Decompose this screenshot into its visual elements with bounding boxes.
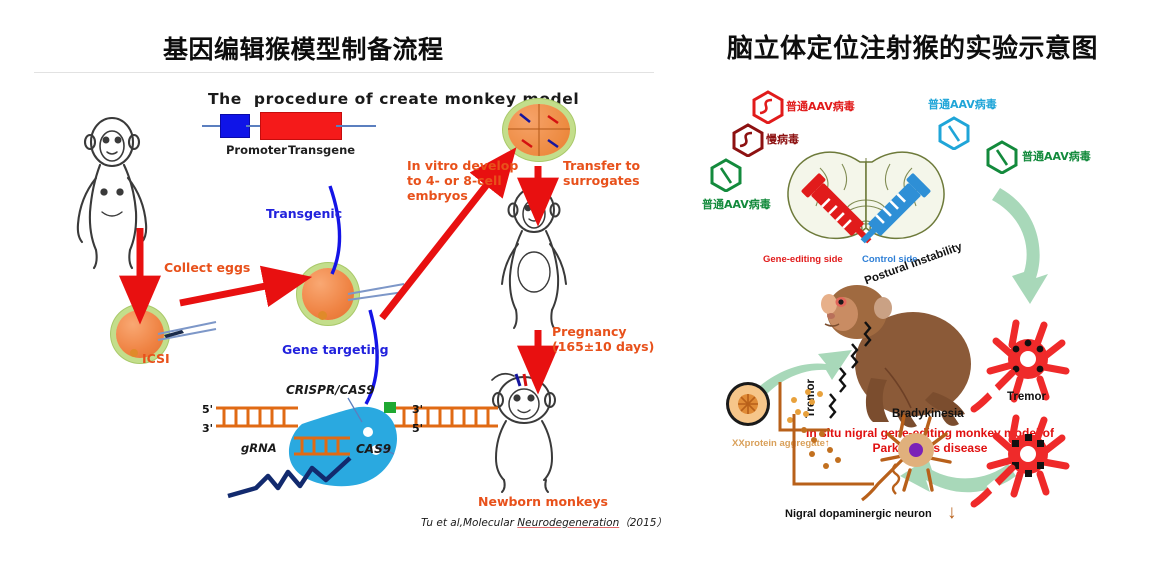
virus-label-0: 普通AAV病毒 — [786, 100, 855, 113]
virus-label-3: 普通AAV病毒 — [928, 98, 997, 111]
transgenic-label: Transgenic — [266, 206, 343, 221]
left-diagram-panel: The procedure of create monkey model Pro… — [30, 78, 667, 548]
red-neuron-bottom — [970, 414, 1070, 508]
collect-eggs-label: Collect eggs — [164, 260, 251, 275]
pregnancy-label: Pregnancy (165±10 days) — [552, 324, 655, 354]
left-diagram-arrows — [119, 147, 559, 405]
left-panel-title: 基因编辑猴模型制备流程 — [163, 36, 444, 64]
grna-label: gRNA — [241, 441, 277, 455]
citation-year: （2015） — [619, 517, 667, 529]
transgene-label: Transgene — [288, 143, 356, 157]
protein-aggregate-label: XXprotein aggregate↑ — [732, 438, 830, 449]
cycle-arrows — [740, 188, 1048, 493]
nigral-neuron-arrow-icon: ↓ — [947, 502, 957, 523]
virus-hex-aav-cyan — [938, 116, 970, 150]
four-cell-embryo — [508, 104, 570, 156]
virus-label-2: 普通AAV病毒 — [702, 198, 771, 211]
virus-hex-lentivirus — [732, 123, 764, 157]
brain-injection-illustration — [787, 151, 945, 244]
transgene-box — [260, 112, 342, 140]
in-vitro-label: In vitro develop to 4- or 8-cell embryos — [407, 158, 519, 203]
protein-aggregate-arrow-icon: ↑ — [824, 438, 830, 449]
tremor-neuron-label: Tremor — [1007, 391, 1046, 403]
citation-journal: Neurodegeneration — [517, 517, 620, 529]
five-prime-left-label: 5' — [202, 403, 214, 416]
promoter-label: Promoter — [226, 143, 287, 157]
newborn-monkeys-label: Newborn monkeys — [478, 494, 608, 509]
virus-hex-aav-green-left — [710, 158, 742, 192]
crispr-label: CRISPR/CAS9 — [286, 383, 375, 397]
protein-aggregate-illustration — [726, 382, 830, 432]
virus-label-1: 慢病毒 — [766, 133, 799, 146]
virus-hex-aav-green-right — [986, 140, 1018, 174]
polar-body-icsi — [130, 349, 138, 357]
gene-editing-side-label: Gene-editing side — [763, 254, 843, 265]
citation: Tu et al,Molecular Neurodegeneration（201… — [401, 503, 667, 542]
three-prime-left-label: 3' — [202, 422, 214, 435]
virus-hex-aav-red — [752, 90, 784, 124]
cas9-label: CAS9 — [356, 442, 392, 456]
gene-targeting-label: Gene targeting — [282, 342, 389, 357]
five-prime-right-label: 5' — [412, 422, 424, 435]
nigral-neuron-text: Nigral dopaminergic neuron — [785, 508, 932, 520]
right-panel-title: 脑立体定位注射猴的实验示意图 — [727, 33, 1099, 63]
parkinsonian-monkey-illustration — [821, 285, 971, 428]
right-diagram-panel: 普通AAV病毒 慢病毒 普通AAV病毒 普通AAV病毒 — [700, 78, 1150, 548]
three-prime-right-label: 3' — [412, 403, 424, 416]
citation-prefix: Tu et al,Molecular — [421, 517, 518, 529]
polar-body — [318, 311, 327, 320]
title-divider — [34, 72, 654, 73]
bradykinesia-label: Bradykinesia — [892, 408, 964, 420]
virus-label-4: 普通AAV病毒 — [1022, 150, 1091, 163]
nigral-neuron-label: Nigral dopaminergic neuron — [785, 508, 932, 520]
nigral-neuron-illustration — [792, 414, 952, 502]
icsi-label: ICSI — [142, 351, 170, 366]
control-side-label: Control side — [862, 254, 918, 265]
adult-monkey-illustration — [76, 116, 148, 270]
procedure-header: The procedure of create monkey model — [208, 90, 580, 108]
protein-aggregate-text: XXprotein aggregate — [732, 438, 825, 449]
red-neuron-top — [970, 319, 1070, 413]
transfer-label: Transfer to surrogates — [563, 158, 641, 188]
